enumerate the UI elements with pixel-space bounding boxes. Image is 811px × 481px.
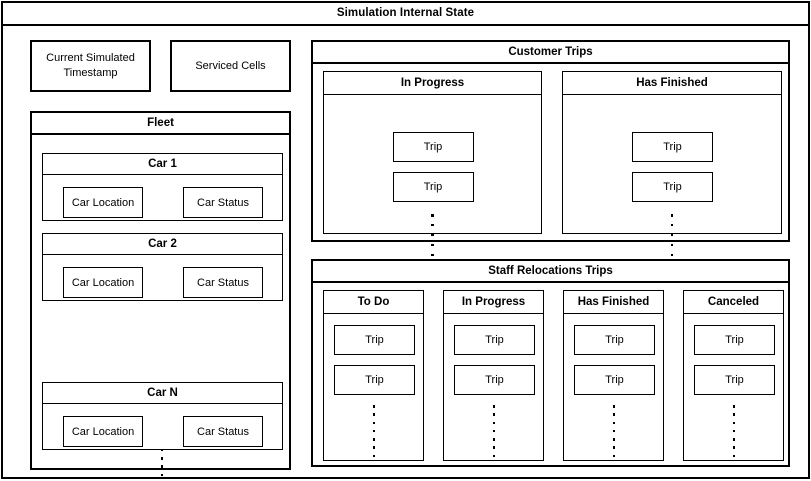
customer-trips-panel: Customer Trips In Progress Trip Trip Has… — [311, 40, 790, 276]
column-ellipsis-icon — [369, 405, 379, 457]
car-location-box: Car Location — [63, 267, 143, 298]
car-card: Car N Car Location Car Status — [42, 382, 283, 450]
trip-card: Trip — [334, 325, 415, 355]
trip-card: Trip — [632, 172, 713, 202]
column-title: Has Finished — [564, 291, 663, 314]
serviced-cells-label: Serviced Cells — [195, 59, 266, 72]
column-title: Has Finished — [563, 72, 781, 95]
car-name-label: Car 1 — [43, 154, 282, 175]
car-name-label: Car N — [43, 383, 282, 404]
car-status-box: Car Status — [183, 416, 263, 447]
page-title: Simulation Internal State — [1, 1, 810, 26]
trip-card: Trip — [454, 325, 535, 355]
car-name-label: Car 2 — [43, 234, 282, 255]
column-ellipsis-icon — [729, 405, 739, 457]
current-simulated-timestamp-label: Current Simulated Timestamp — [46, 52, 135, 79]
fleet-panel-title: Fleet — [32, 113, 289, 135]
trip-card: Trip — [694, 325, 775, 355]
column-ellipsis-icon — [609, 405, 619, 457]
customer-trips-column-in-progress: In Progress Trip Trip — [323, 71, 542, 276]
car-card: Car 1 Car Location Car Status — [42, 153, 283, 221]
staff-column-in-progress: In Progress Trip Trip — [443, 290, 544, 461]
serviced-cells-box: Serviced Cells — [170, 40, 291, 92]
fleet-panel: Fleet Car 1 Car Location Car Status Car … — [30, 111, 291, 476]
car-status-box: Car Status — [183, 187, 263, 218]
car-location-box: Car Location — [63, 416, 143, 447]
column-title: Canceled — [684, 291, 783, 314]
column-title: To Do — [324, 291, 423, 314]
staff-relocations-panel-title: Staff Relocations Trips — [313, 261, 788, 283]
current-simulated-timestamp-box: Current Simulated Timestamp — [30, 40, 151, 92]
car-location-box: Car Location — [63, 187, 143, 218]
trip-card: Trip — [454, 365, 535, 395]
column-title: In Progress — [324, 72, 541, 95]
car-status-box: Car Status — [183, 267, 263, 298]
column-ellipsis-icon — [489, 405, 499, 457]
staff-relocations-trips-panel: Staff Relocations Trips To Do Trip Trip … — [311, 259, 790, 467]
car-card: Car 2 Car Location Car Status — [42, 233, 283, 301]
trip-card: Trip — [694, 365, 775, 395]
staff-column-has-finished: Has Finished Trip Trip — [563, 290, 664, 461]
customer-trips-panel-title: Customer Trips — [313, 42, 788, 64]
trip-card: Trip — [574, 365, 655, 395]
staff-column-canceled: Canceled Trip Trip — [683, 290, 784, 461]
customer-trips-column-has-finished: Has Finished Trip Trip — [562, 71, 782, 276]
trip-card: Trip — [392, 132, 474, 162]
trip-card: Trip — [334, 365, 415, 395]
staff-column-to-do: To Do Trip Trip — [323, 290, 424, 461]
trip-card: Trip — [574, 325, 655, 355]
trip-card: Trip — [392, 172, 474, 202]
trip-card: Trip — [632, 132, 713, 162]
column-title: In Progress — [444, 291, 543, 314]
